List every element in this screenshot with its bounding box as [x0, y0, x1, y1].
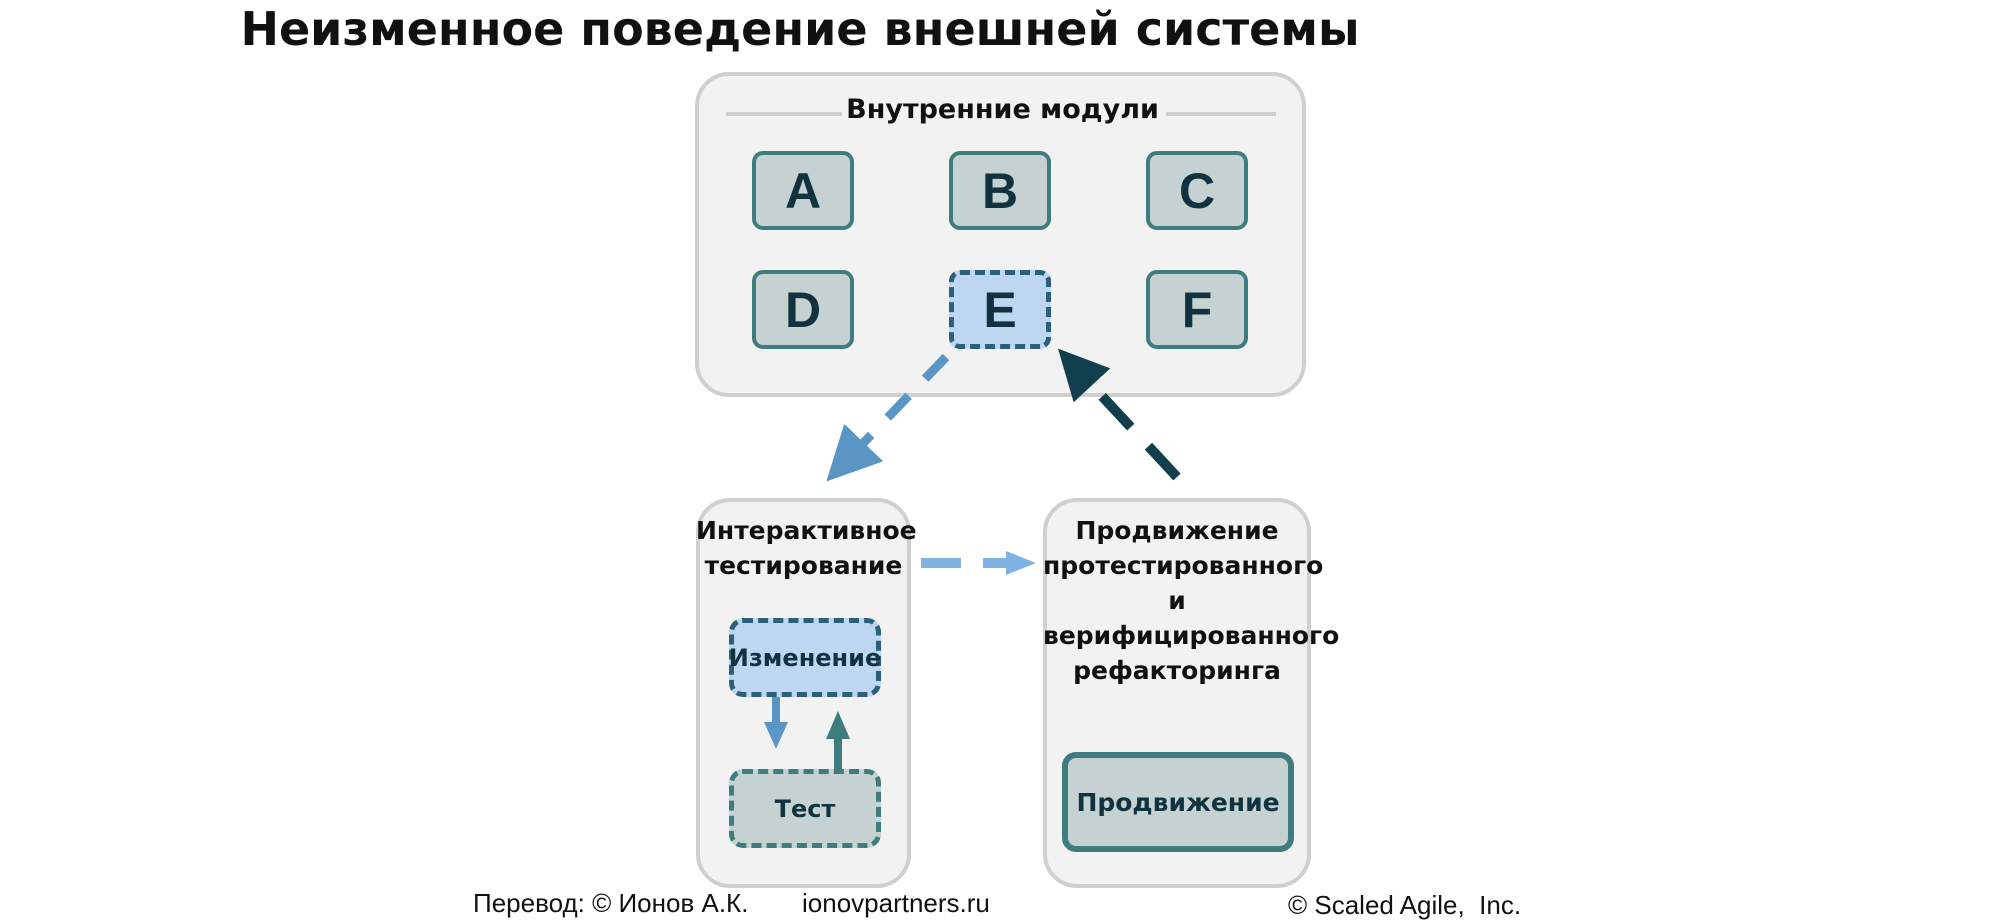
- footer-site: ionovpartners.ru: [802, 888, 990, 918]
- module-f: F: [1146, 270, 1248, 349]
- module-d: D: [752, 270, 854, 349]
- promotion-title-line3: и: [1168, 586, 1186, 615]
- footer-translation: Перевод: © Ионов А.К.: [473, 888, 749, 918]
- interactive-testing-title: Интерактивное тестирование: [696, 513, 917, 583]
- module-b: B: [949, 151, 1051, 230]
- arrow-promotion-to-module: [1058, 348, 1181, 481]
- promotion-title-line1: Продвижение: [1075, 516, 1279, 545]
- promotion-title-line4: верифицированного: [1043, 621, 1340, 650]
- footer-copyright: © Scaled Agile, Inc.: [1288, 890, 1522, 920]
- interactive-testing-title-line1: Интерактивное: [696, 516, 917, 545]
- promotion-title-line2: протестированного: [1043, 551, 1324, 580]
- promotion-title-line5: рефакторинга: [1073, 656, 1281, 685]
- internal-modules-label: Внутренние модули: [846, 94, 1159, 125]
- promotion-box: Продвижение: [1062, 752, 1294, 852]
- change-box: Изменение: [729, 618, 881, 697]
- test-box: Тест: [729, 769, 881, 848]
- module-e-highlighted: E: [949, 270, 1051, 349]
- arrow-testing-to-promotion-head: [1006, 551, 1036, 575]
- module-a: A: [752, 151, 854, 230]
- divider-right: [1166, 112, 1276, 116]
- arrow-module-to-testing: [826, 353, 950, 482]
- promotion-title: Продвижение протестированного и верифици…: [1043, 513, 1340, 688]
- divider-left: [726, 112, 842, 116]
- interactive-testing-title-line2: тестирование: [704, 551, 903, 580]
- arrow-change-to-test-head: [764, 722, 788, 749]
- page-title: Неизменное поведение внешней системы: [240, 2, 1360, 56]
- arrow-test-to-change-head: [826, 711, 850, 739]
- module-c: C: [1146, 151, 1248, 230]
